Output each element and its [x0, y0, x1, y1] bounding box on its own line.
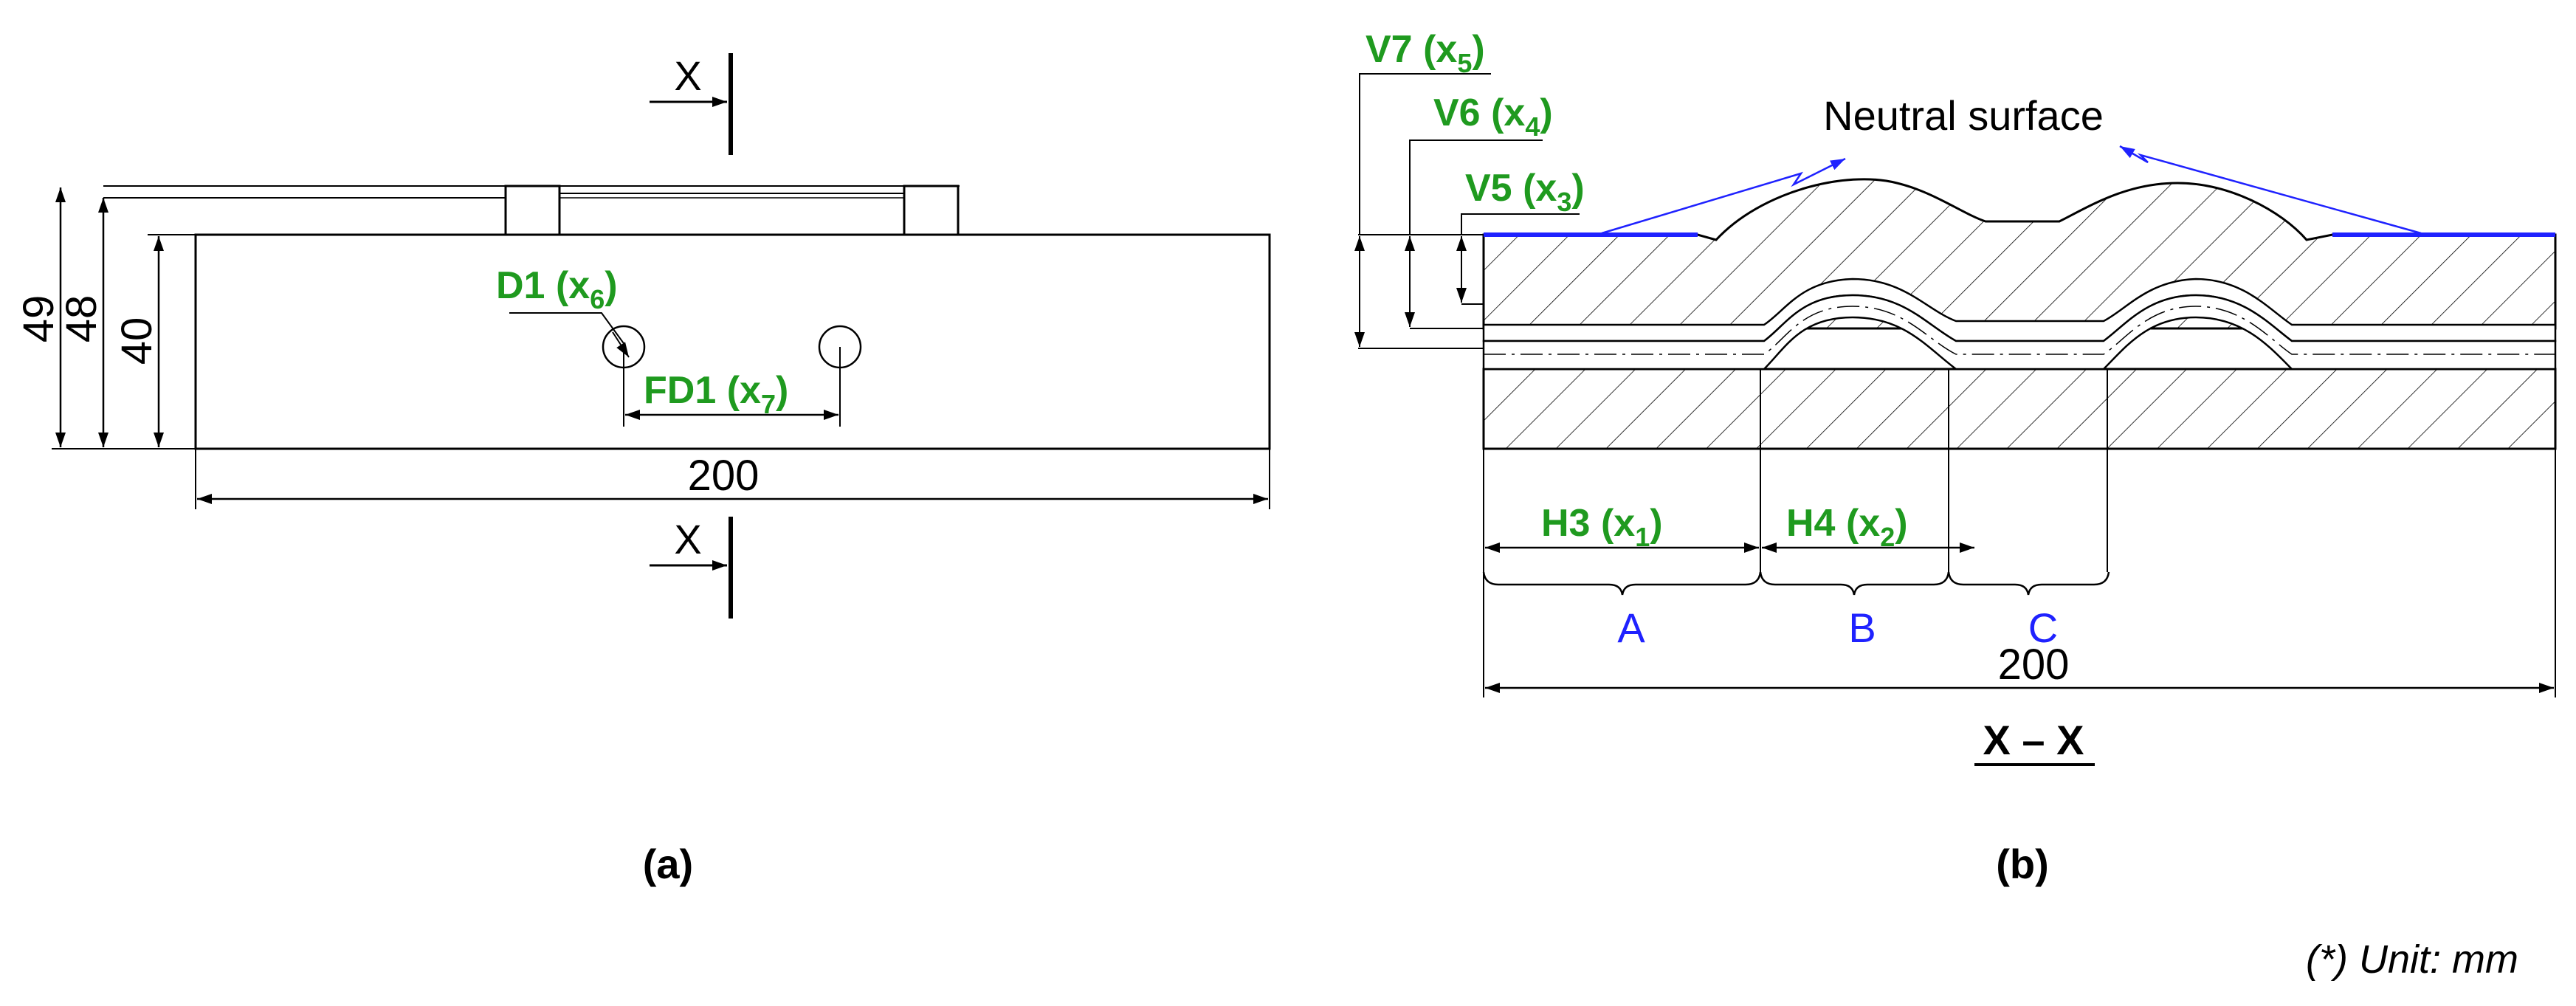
section-mark-bottom-label: X [674, 516, 701, 562]
d1-leader [509, 312, 626, 346]
lower-plate-hatched [1482, 368, 2557, 450]
neutral-leader-right [2119, 145, 2422, 235]
section-mark-top: X [650, 52, 733, 155]
right-lug [903, 185, 960, 236]
upper-plate-hatched [1482, 178, 2557, 330]
neutral-leader-left [1601, 157, 1846, 235]
brace-c [1947, 571, 2110, 596]
var-h4-label: H4 (x2) [1786, 502, 1908, 552]
section-mark-bottom: X [650, 516, 733, 619]
var-v5-label: V5 (x3) [1465, 167, 1585, 217]
zone-c-label: C [2028, 604, 2058, 651]
dim-200-label-b: 200 [1998, 641, 2070, 689]
var-fd1-label: FD1 (x7) [644, 369, 788, 419]
var-d1-label: D1 (x6) [496, 264, 618, 314]
brace-a [1482, 571, 1762, 596]
caption-b: (b) [1996, 841, 2049, 887]
brace-b [1759, 571, 1950, 596]
section-mark-top-label: X [674, 52, 701, 99]
neutral-surface-label: Neutral surface [1823, 92, 2104, 139]
panel-b: Neutral surface V7 (x5) V6 (x4) V5 (x3) … [1354, 28, 2557, 887]
zone-b-label: B [1848, 604, 1876, 651]
unit-note: (*) Unit: mm [2306, 937, 2518, 982]
var-h3-label: H3 (x1) [1541, 502, 1663, 552]
dim-40-label: 40 [113, 317, 161, 365]
block-front-view [194, 233, 1271, 450]
caption-a: (a) [643, 841, 693, 887]
panel-a: 49 48 40 200 X X D1 (x6) FD1 (x7) (a) [15, 52, 1271, 887]
dim-200-label-a: 200 [688, 452, 760, 500]
var-v6-label: V6 (x4) [1433, 92, 1553, 142]
left-lug [504, 185, 561, 236]
dim-49-label: 49 [15, 295, 63, 343]
var-v7-label: V7 (x5) [1366, 28, 1485, 78]
zone-a-label: A [1617, 604, 1645, 651]
section-title: X – X [1983, 717, 2084, 763]
dim-48-label: 48 [58, 295, 106, 343]
centerline [1484, 306, 2555, 355]
